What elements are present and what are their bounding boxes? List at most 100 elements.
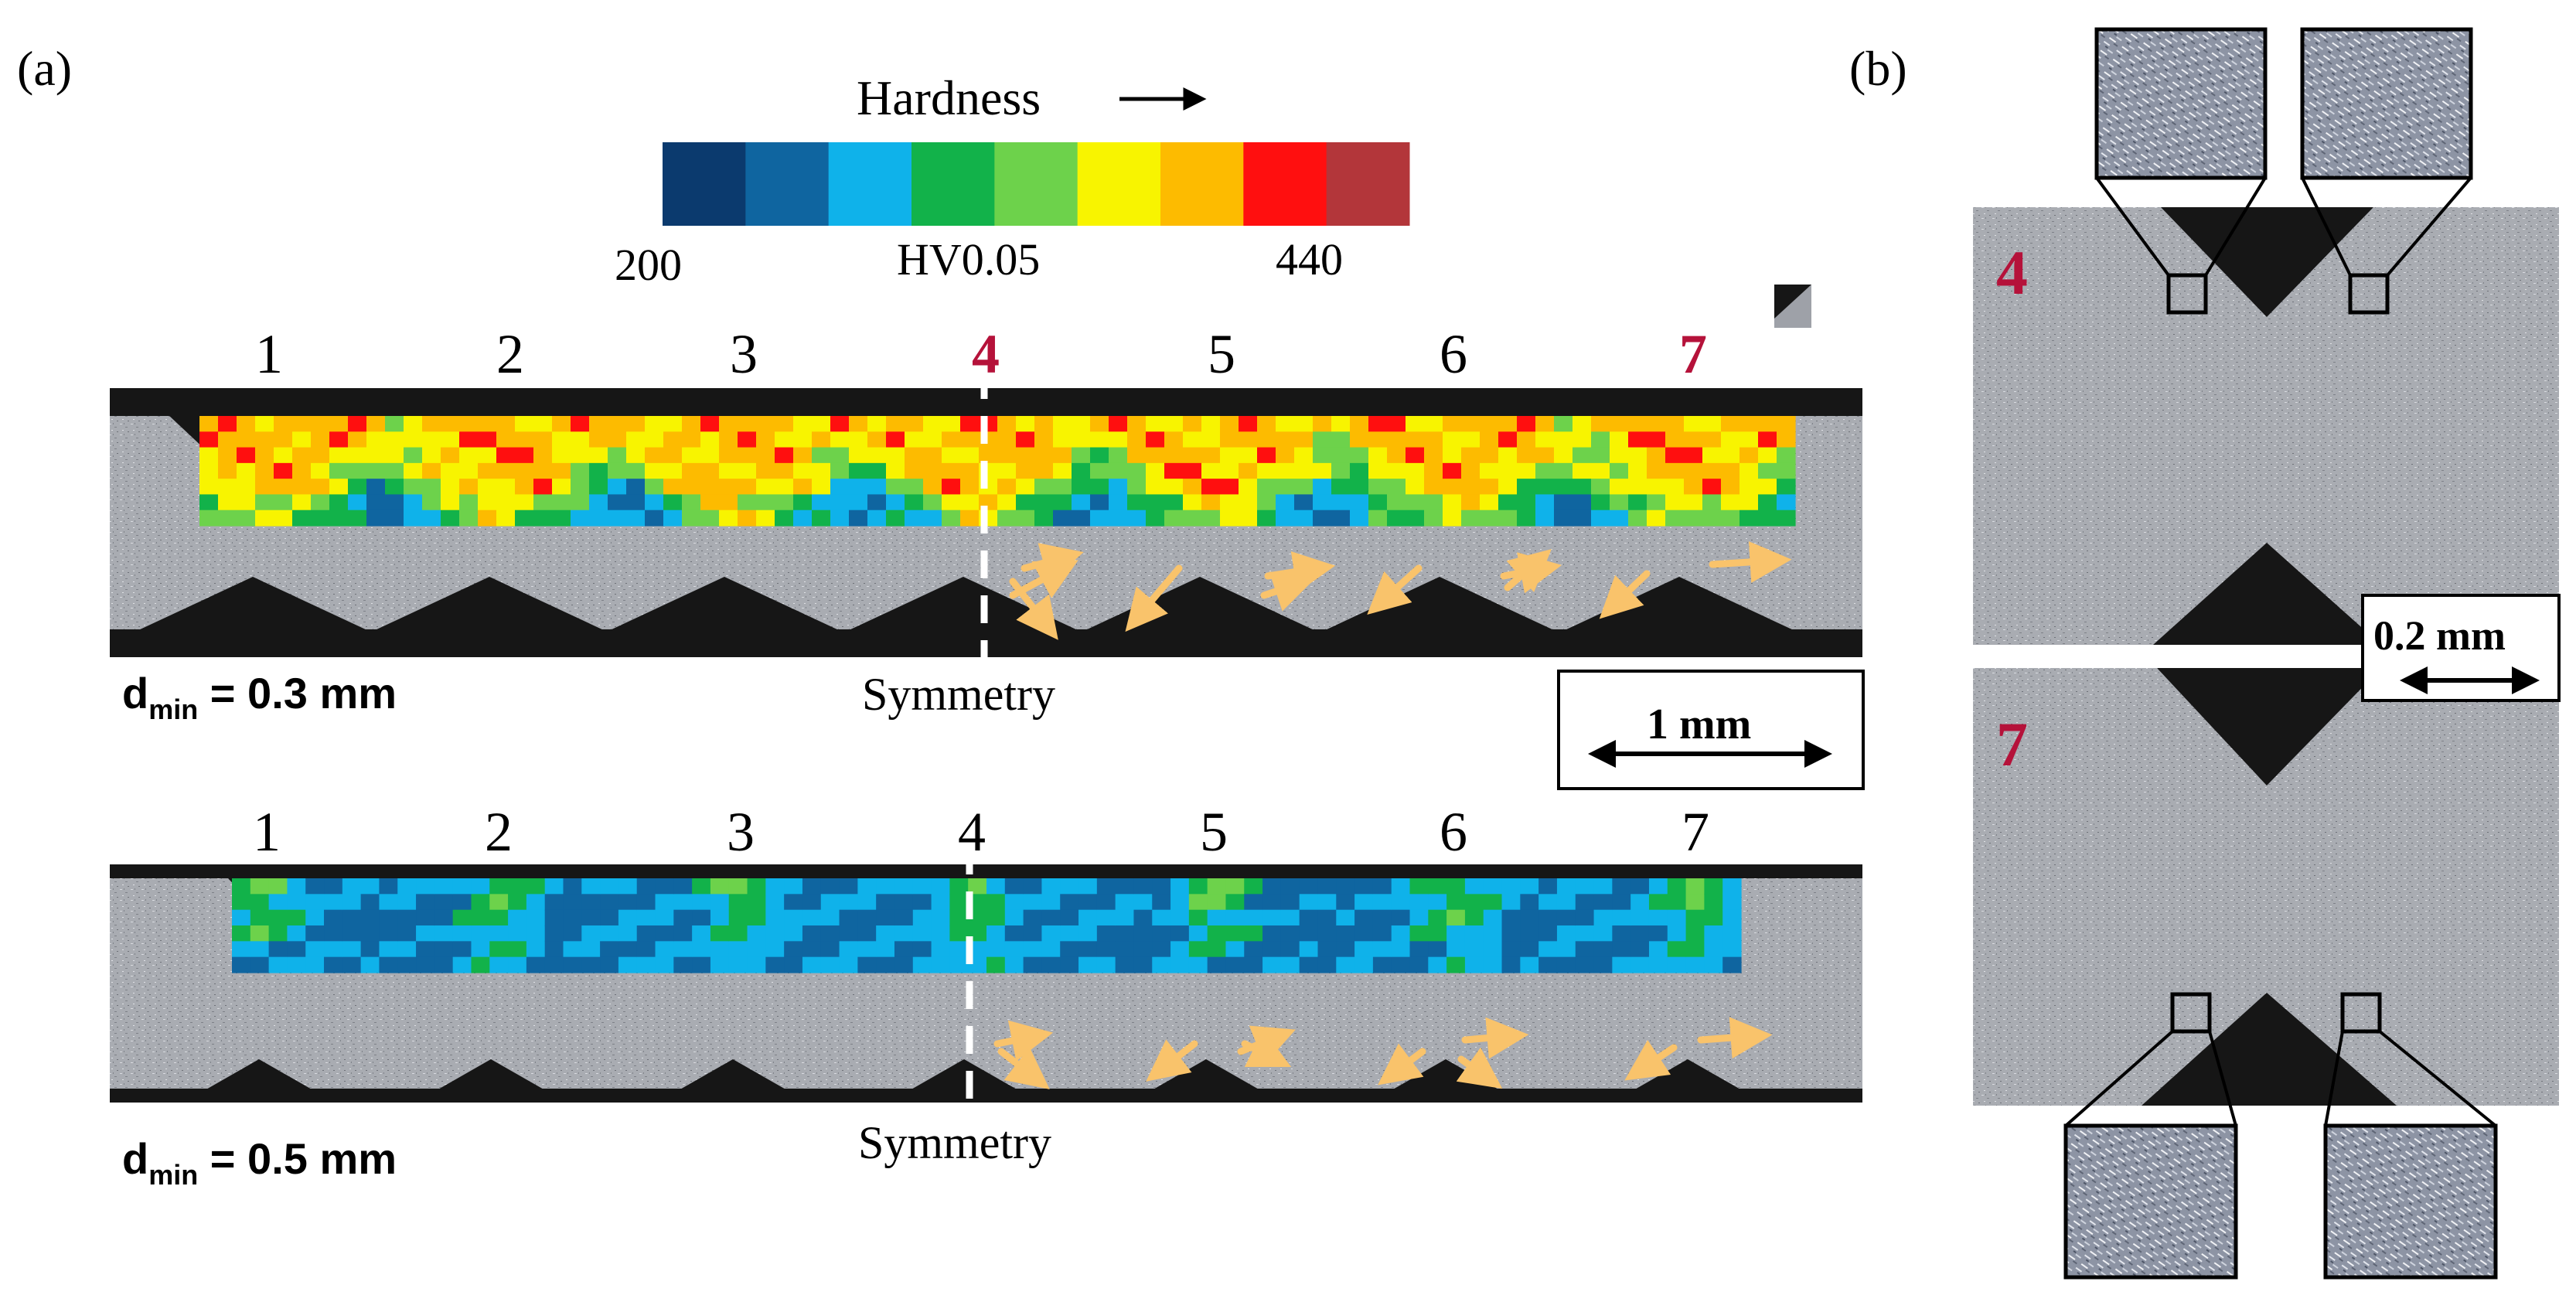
hardness-cell: [784, 878, 803, 895]
hardness-cell: [563, 878, 582, 895]
hardness-cell: [1647, 494, 1666, 511]
hardness-cell: [894, 909, 914, 926]
hardness-cell: [268, 878, 288, 895]
hardness-cell: [886, 510, 905, 527]
hardness-cell: [1424, 510, 1443, 527]
hardness-cell: [1667, 894, 1687, 911]
hardness-cell: [508, 925, 527, 942]
hardness-cell: [960, 462, 980, 479]
hardness-cell: [986, 925, 1006, 942]
legend-colorbar: [663, 142, 1410, 226]
hardness-cell: [1406, 462, 1425, 479]
hardness-cell: [1072, 479, 1091, 496]
notch-number: 6: [1440, 323, 1467, 385]
hardness-cell: [544, 956, 564, 973]
hardness-cell: [1464, 925, 1484, 942]
hardness-cell: [1501, 956, 1521, 973]
hardness-cell: [1034, 479, 1054, 496]
hardness-cell: [931, 956, 950, 973]
hardness-cell: [618, 909, 638, 926]
hardness-cell: [311, 416, 330, 432]
hardness-cell: [329, 462, 349, 479]
hardness-cell: [1739, 479, 1759, 496]
hardness-cell: [1053, 431, 1072, 448]
hardness-cell: [1280, 941, 1300, 958]
hardness-cell: [360, 909, 380, 926]
hardness-cell: [820, 956, 840, 973]
hardness-cell: [1428, 909, 1447, 926]
hardness-cell: [348, 416, 367, 432]
hardness-cell: [710, 956, 730, 973]
hardness-cell: [867, 447, 887, 464]
hardness-cell: [1667, 956, 1687, 973]
die-notch: [137, 577, 369, 631]
hardness-cell: [931, 909, 950, 926]
hardness-cell: [765, 894, 785, 911]
hardness-cell: [960, 416, 980, 432]
hardness-cell: [1556, 941, 1576, 958]
hardness-cell: [728, 894, 748, 911]
hardness-cell: [719, 447, 738, 464]
hardness-cell: [1409, 894, 1429, 911]
zoom-line: [2324, 1031, 2344, 1126]
hardness-cell: [1428, 894, 1447, 911]
hardness-cell: [366, 479, 386, 496]
legend-swatch: [663, 142, 746, 226]
hardness-cell: [1667, 878, 1687, 895]
hardness-cell: [1262, 941, 1282, 958]
hardness-cell: [1034, 510, 1054, 527]
hardness-cell: [849, 431, 868, 448]
hardness-cell: [1591, 431, 1610, 448]
flow-arrow: [1500, 552, 1562, 594]
hardness-cell: [1517, 462, 1536, 479]
hardness-cell: [673, 941, 693, 958]
hardness-cell: [820, 909, 840, 926]
hardness-cell: [1498, 494, 1518, 511]
hardness-cell: [422, 510, 441, 527]
hardness-cell: [515, 447, 534, 464]
hardness-cell: [1630, 956, 1650, 973]
hardness-cell: [218, 479, 237, 496]
hardness-cell: [404, 510, 423, 527]
flow-arrow: [1146, 1039, 1198, 1082]
hardness-cell: [636, 925, 656, 942]
hardness-cell: [1428, 941, 1447, 958]
notch-number: 3: [727, 801, 755, 863]
hardness-cell: [1554, 431, 1573, 448]
hardness-cell: [867, 462, 887, 479]
hardness-cell: [342, 894, 362, 911]
hardness-cell: [1538, 878, 1558, 895]
hardness-cell: [1685, 909, 1705, 926]
hardness-cell: [1078, 941, 1098, 958]
hardness-cell: [305, 956, 325, 973]
hardness-cell: [756, 479, 775, 496]
notch-number: 1: [253, 801, 281, 863]
flow-arrow: [1021, 543, 1084, 584]
hardness-cell: [1220, 510, 1239, 527]
hardness-cell: [1188, 956, 1208, 973]
hardness-cell: [329, 431, 349, 448]
hardness-cell: [452, 941, 472, 958]
hardness-cell: [1225, 941, 1245, 958]
bottom-dmin-label: dmin = 0.5 mm: [122, 1134, 397, 1191]
hardness-cell: [544, 909, 564, 926]
hardness-cell: [199, 431, 219, 448]
hardness-cell: [324, 925, 343, 942]
hardness-cell: [626, 510, 646, 527]
hardness-cell: [533, 494, 553, 511]
hardness-cell: [1244, 909, 1263, 926]
hardness-cell: [886, 479, 905, 496]
hardness-cell: [324, 878, 343, 895]
hardness-cell: [1483, 956, 1503, 973]
hardness-cell: [1053, 510, 1072, 527]
hardness-cell: [552, 494, 571, 511]
hardness-cell: [342, 956, 362, 973]
hardness-cell: [1647, 510, 1666, 527]
hardness-cell: [784, 894, 803, 911]
hardness-cell: [682, 494, 701, 511]
zoom-box-top-left: [2166, 273, 2208, 315]
hardness-cell: [1702, 494, 1722, 511]
hardness-cell: [812, 431, 831, 448]
hardness-cell: [655, 909, 674, 926]
die-notch: [608, 577, 840, 631]
